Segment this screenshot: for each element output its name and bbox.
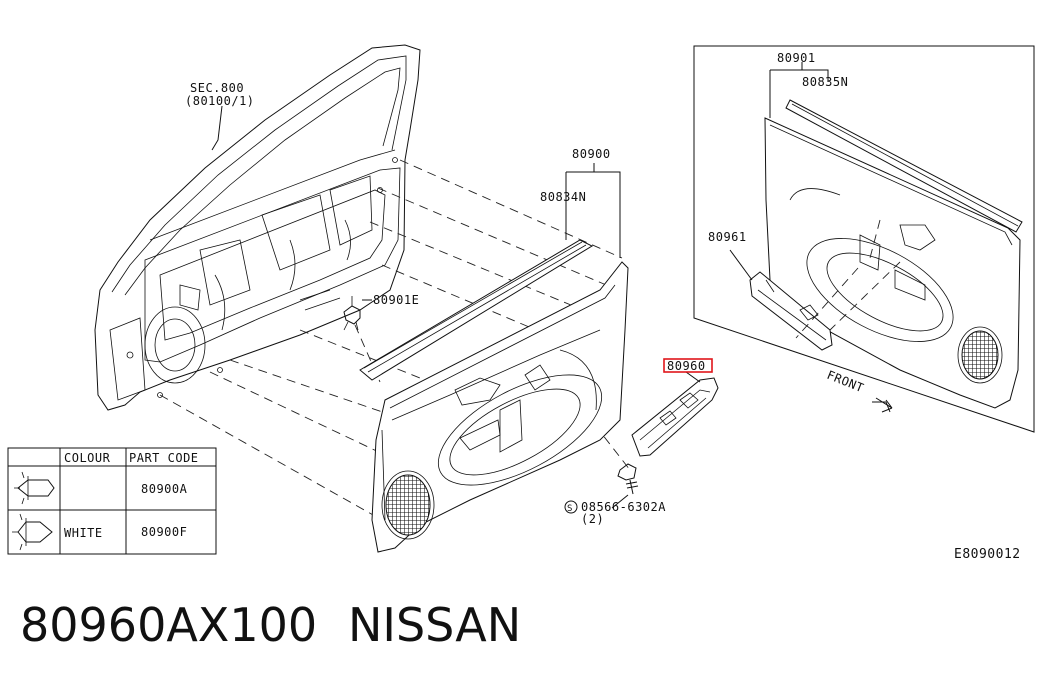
table-cell-code: 80900A [141, 482, 188, 496]
screw-symbol: S [564, 500, 578, 514]
clip-icon [14, 471, 55, 505]
clip-icon [12, 513, 53, 551]
label-screw-qty: (2) [581, 512, 604, 526]
screw-08566 [611, 463, 639, 509]
leader-80900 [565, 163, 621, 258]
part-number: 80960AX100 [20, 598, 318, 652]
table-cell-code: 80900F [141, 525, 187, 539]
detail-inset [693, 45, 1035, 433]
label-80901e: 80901E [373, 293, 419, 307]
label-diagram-id: E8090012 [954, 547, 1021, 562]
brand-name: NISSAN [348, 598, 522, 652]
label-sec800-ref: (80100/1) [185, 94, 255, 108]
table-header-part-code: PART CODE [129, 451, 199, 465]
table-header-colour: COLOUR [64, 451, 111, 465]
label-80834n: 80834N [540, 190, 586, 204]
door-trim-80900 [371, 261, 629, 553]
label-front: FRONT [825, 368, 866, 395]
label-80961: 80961 [708, 230, 747, 244]
svg-text:S: S [567, 504, 573, 514]
door-frame [94, 44, 421, 411]
label-sec800: SEC.800 [190, 81, 244, 95]
label-80901: 80901 [777, 51, 816, 65]
label-screw: 08566-6302A [581, 500, 666, 514]
table-cell-colour: WHITE [64, 526, 103, 540]
label-80900: 80900 [572, 147, 611, 161]
label-80835n: 80835N [802, 75, 848, 89]
weatherstrip-80834n [359, 239, 594, 381]
parts-table [7, 447, 217, 555]
highlight-box-80960 [663, 358, 713, 373]
switch-assembly-80960 [631, 371, 719, 457]
label-80960: 80960 [667, 359, 706, 373]
clip-80901e [343, 296, 372, 331]
